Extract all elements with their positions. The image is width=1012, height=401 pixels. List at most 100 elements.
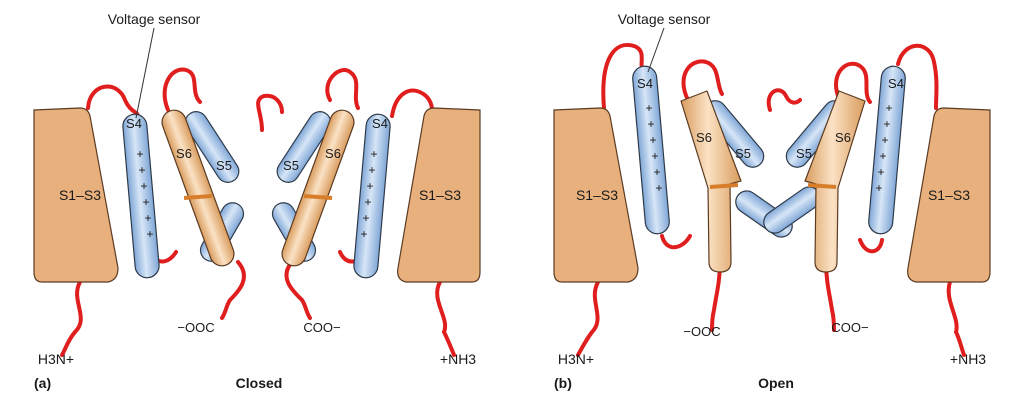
state-label-open: Open <box>758 375 794 391</box>
s4-charges-right: + + + + + + <box>360 147 377 241</box>
panel-letter-b: (b) <box>554 375 572 391</box>
loop-s1s3-s4-right-open <box>896 43 939 110</box>
s6-left-helix <box>161 109 235 267</box>
loop-s1s3-s4-left-open <box>601 42 644 110</box>
svg-text:+: + <box>885 101 892 115</box>
gate-mark-right-open <box>807 183 837 189</box>
panel-letter-a: (a) <box>34 375 51 391</box>
voltage-sensor-label-open: Voltage sensor <box>618 11 711 27</box>
state-label-closed: Closed <box>236 375 283 391</box>
svg-text:+: + <box>142 195 149 209</box>
s4-charges-left-open: + + + + + + <box>645 101 662 195</box>
s5-label-right-closed: S5 <box>283 158 299 173</box>
s1s3-block-left-open <box>553 107 639 283</box>
n-terminus-label-right-closed: +NH3 <box>440 351 476 367</box>
loop-s5-s6-left-open <box>681 59 724 102</box>
svg-text:+: + <box>136 147 143 161</box>
panel-closed: + + + + + + + + + + + + Voltage sensor S… <box>33 11 481 391</box>
s4-charges-left: + + + + + + <box>136 147 153 241</box>
svg-text:+: + <box>138 163 145 177</box>
voltage-sensor-pointer-closed <box>135 27 155 119</box>
c-terminus-label-left-open: −OOC <box>683 324 720 339</box>
s4-helix-left-open <box>632 65 670 235</box>
s6-label-left-closed: S6 <box>176 146 192 161</box>
s1s3-block-right <box>397 107 481 283</box>
svg-text:+: + <box>881 133 888 147</box>
s1s3-block-right-open <box>907 107 991 283</box>
svg-text:+: + <box>645 101 652 115</box>
s4-label-right-closed: S4 <box>372 116 388 131</box>
voltage-sensor-label-closed: Voltage sensor <box>108 11 201 27</box>
svg-text:+: + <box>653 165 660 179</box>
gate-mark-right <box>303 194 333 200</box>
loop-s4-s5-left-open <box>660 234 692 250</box>
svg-text:+: + <box>146 227 153 241</box>
s6-label-left-open: S6 <box>696 130 712 145</box>
s5-label-left-closed: S5 <box>216 158 232 173</box>
svg-text:+: + <box>649 133 656 147</box>
svg-text:+: + <box>360 227 367 241</box>
svg-text:+: + <box>883 117 890 131</box>
svg-text:+: + <box>651 149 658 163</box>
s1s3-label-left-open: S1–S3 <box>576 187 618 203</box>
svg-text:+: + <box>370 147 377 161</box>
svg-text:+: + <box>364 195 371 209</box>
s4-charges-right-open: + + + + + + <box>875 101 892 195</box>
svg-text:+: + <box>879 149 886 163</box>
s4-helix-left <box>122 113 160 279</box>
s1s3-label-left-closed: S1–S3 <box>59 187 101 203</box>
s1s3-label-right-open: S1–S3 <box>928 187 970 203</box>
loops-closed <box>60 67 456 357</box>
n-tail-left <box>60 280 83 357</box>
loop-s4-s5-right-open <box>858 238 884 254</box>
voltage-sensor-pointer-open <box>647 27 665 73</box>
n-terminus-label-left-closed: H3N+ <box>38 351 74 367</box>
svg-text:+: + <box>366 179 373 193</box>
s6-label-right-closed: S6 <box>325 146 341 161</box>
loop-s5-s6-right <box>325 68 360 110</box>
c-tail-right <box>284 260 312 320</box>
c-terminus-label-right-closed: COO− <box>303 320 340 335</box>
c-terminus-label-left-closed: −OOC <box>177 320 214 335</box>
s6-label-right-open: S6 <box>835 130 851 145</box>
n-terminus-label-left-open: H3N+ <box>558 351 594 367</box>
loop-s5-s6-right-open <box>834 61 872 104</box>
s1s3-block-left <box>33 107 119 283</box>
svg-text:+: + <box>647 117 654 131</box>
n-terminus-label-right-open: +NH3 <box>950 351 986 367</box>
s4-helix-right-open <box>868 65 906 235</box>
c-tail-left-open <box>710 260 722 332</box>
s4-label-right-open: S4 <box>888 76 904 91</box>
svg-text:+: + <box>875 181 882 195</box>
loops-open <box>576 42 966 357</box>
s1s3-label-right-closed: S1–S3 <box>419 187 461 203</box>
n-tail-right <box>435 280 456 357</box>
s4-helix-right <box>353 113 391 279</box>
panel-open: + + + + + + + + + + + + Voltage sensor S… <box>553 11 991 391</box>
loop-s5-s6-left <box>162 67 202 112</box>
c-tail-left <box>220 260 246 320</box>
svg-text:+: + <box>368 163 375 177</box>
svg-text:+: + <box>362 211 369 225</box>
s6-right-helix <box>281 109 355 267</box>
n-tail-left-open <box>576 280 600 357</box>
loop-pore-open <box>766 88 802 112</box>
svg-text:+: + <box>140 179 147 193</box>
loop-pore-left <box>256 93 284 132</box>
s6-left-helix-open <box>680 90 742 273</box>
svg-text:+: + <box>877 165 884 179</box>
s4-label-left-open: S4 <box>637 76 653 91</box>
gate-mark-left <box>183 194 213 200</box>
c-tail-right-open <box>824 260 836 332</box>
s4-label-left-closed: S4 <box>126 116 142 131</box>
gate-mark-left-open <box>709 183 739 189</box>
s6-right-helix-open <box>804 90 866 273</box>
c-terminus-label-right-open: COO− <box>831 320 868 335</box>
svg-text:+: + <box>655 181 662 195</box>
s5-label-right-open: S5 <box>796 146 812 161</box>
loop-s1s3-s4-left <box>86 84 140 118</box>
s5-label-left-open: S5 <box>735 146 751 161</box>
n-tail-right-open <box>946 280 966 357</box>
